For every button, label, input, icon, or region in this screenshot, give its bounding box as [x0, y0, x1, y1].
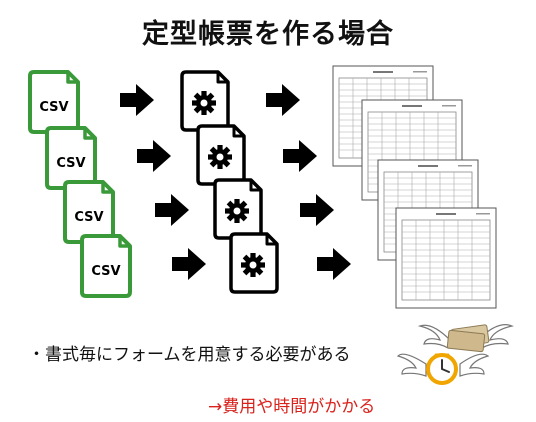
arrow-right-icon: [155, 194, 189, 226]
arrow-right-icon: [266, 84, 300, 116]
page-title: 定型帳票を作る場合: [142, 19, 394, 50]
csv-file-icon: CSV: [63, 180, 115, 244]
csv-label: CSV: [74, 210, 103, 225]
cost-warning: →費用や時間がかかる: [208, 397, 376, 417]
csv-label: CSV: [39, 100, 68, 115]
csv-label: CSV: [56, 156, 85, 171]
report-document-icon: [395, 207, 497, 309]
arrow-right-icon: [172, 248, 206, 280]
report-stack: [332, 65, 497, 309]
csv-column: CSV CSV CSV CSV: [28, 70, 132, 298]
csv-label: CSV: [91, 264, 120, 279]
csv-file-icon: CSV: [28, 70, 80, 134]
arrow-right-icon: [283, 140, 317, 172]
arrow-right-icon: [317, 248, 351, 280]
arrow-right-icon: [120, 84, 154, 116]
settings-file-icon: [215, 180, 261, 238]
requirement-note: ・書式毎にフォームを用意する必要がある: [28, 345, 351, 365]
settings-file-icon: [198, 126, 244, 184]
settings-file-icon: [182, 72, 228, 130]
arrow-right-icon: [137, 140, 171, 172]
settings-file-icon: [231, 234, 277, 292]
csv-file-icon: CSV: [45, 126, 97, 190]
arrow-right-icon: [300, 194, 334, 226]
flying-money-clock-icon: [396, 324, 514, 385]
csv-file-icon: CSV: [80, 234, 132, 298]
